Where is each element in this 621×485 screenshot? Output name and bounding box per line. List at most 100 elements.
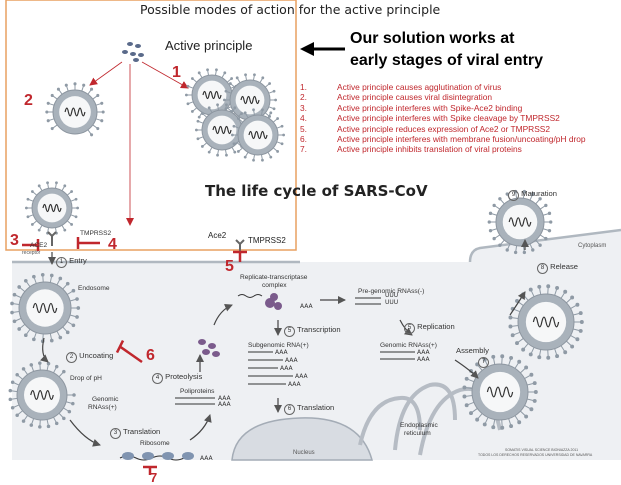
entry-label: Entry bbox=[69, 256, 87, 265]
mode-item-5: 5. Active principle reduces expression of… bbox=[300, 124, 550, 134]
credit-line-1: SOMATIS VISUAL SCIENCE BIONIAZZA 2011 bbox=[505, 448, 579, 452]
virus-disintegrating bbox=[45, 82, 105, 137]
assembly-num: 7 bbox=[478, 357, 489, 368]
aaa-genomic-1: AAA bbox=[417, 349, 430, 356]
ribosome-label: Ribosome bbox=[140, 440, 170, 447]
virus-cluster-4 bbox=[231, 108, 285, 162]
uncoating-step: 2 Uncoating bbox=[66, 351, 113, 363]
mode-marker-2: 2 bbox=[24, 92, 33, 109]
virus-uncoating bbox=[8, 361, 76, 429]
inhibitor-4 bbox=[76, 237, 100, 249]
transcription-num: 5 bbox=[284, 326, 295, 337]
entry-num: 1 bbox=[56, 257, 67, 268]
translation-step-3: 3 Translation bbox=[110, 427, 160, 439]
genomic-rna-label-1: Genomic bbox=[92, 396, 119, 403]
translation-3-label: Translation bbox=[122, 427, 161, 436]
modes-frame bbox=[5, 0, 297, 251]
release-label: Release bbox=[550, 262, 578, 271]
arrow-to-agglutination bbox=[141, 61, 189, 89]
mode-marker-7: 7 bbox=[150, 470, 158, 485]
receptor-label: receptor bbox=[22, 250, 41, 256]
aaa-sub-3: AAA bbox=[280, 365, 293, 372]
transcription-step: 5 Transcription bbox=[284, 325, 341, 337]
virus-in-endosome bbox=[10, 272, 81, 344]
replicase-complex bbox=[265, 293, 282, 310]
translation-6-num: 6 bbox=[284, 404, 295, 415]
mode-number: 6. bbox=[300, 134, 307, 144]
ace2-label: ACE2 bbox=[30, 242, 48, 249]
mode-text: Active principle reduces expression of A… bbox=[337, 123, 551, 134]
virus-release bbox=[508, 284, 584, 360]
active-principle-dots bbox=[122, 42, 144, 62]
translation-step-6: 6 Translation bbox=[284, 403, 334, 415]
replicase-label-2: complex bbox=[262, 282, 287, 289]
proteolysis-step: 4 Proteolysis bbox=[152, 372, 202, 384]
aaa-sub-1: AAA bbox=[275, 349, 288, 356]
mode-number: 1. bbox=[300, 82, 307, 92]
mode-text: Active principle inhibits translation of… bbox=[337, 144, 522, 155]
aaa-sub-5: AAA bbox=[288, 381, 301, 388]
replication-step: 5 Replication bbox=[404, 322, 455, 334]
mode-text: Active principle interferes with Spike c… bbox=[337, 113, 560, 124]
aaa-sub-4: AAA bbox=[295, 373, 308, 380]
mode-item-2: 2.Active principle causes viral disinteg… bbox=[300, 92, 492, 102]
inhibitor-7 bbox=[143, 465, 157, 475]
inhibitor-3 bbox=[22, 239, 40, 251]
er-label-2: reticulum bbox=[404, 430, 431, 437]
solution-text-line-2: early stages of viral entry bbox=[350, 52, 543, 69]
aaa-ribosome: AAA bbox=[200, 455, 213, 462]
mode-marker-5: 5 bbox=[225, 258, 234, 275]
mode-number: 3. bbox=[300, 102, 307, 113]
virus-assembly bbox=[462, 354, 538, 430]
top-title: Possible modes of action for the active … bbox=[140, 2, 441, 17]
pre-genomic-label: Pre-genomic RNAss(-) bbox=[358, 288, 425, 295]
credit-line-2: TODOS LOS DERECHOS RESERVADOS UNIVERSIDA… bbox=[478, 453, 593, 457]
solution-arrow bbox=[300, 42, 345, 56]
uncoating-label: Uncoating bbox=[79, 351, 114, 360]
mode-item-3: 3.Active principle interferes with Spike… bbox=[300, 103, 522, 113]
genomic-rna-label-2: RNAss(+) bbox=[88, 404, 117, 411]
ribosomes bbox=[122, 452, 194, 460]
release-num: 8 bbox=[537, 263, 548, 274]
inhibitor-5 bbox=[233, 250, 247, 262]
er-label-1: Endoplasmic bbox=[400, 422, 438, 429]
mode-item-6: 6. Active principle interferes with membr… bbox=[300, 134, 586, 144]
inhibitor-6 bbox=[115, 340, 143, 364]
mode-text: Active principle causes agglutination of… bbox=[337, 82, 502, 92]
mode-text: Active principle interferes with membran… bbox=[337, 134, 586, 144]
cell-membrane-edge-right bbox=[468, 228, 621, 263]
aaa-genomic-2: AAA bbox=[417, 356, 430, 363]
mode-item-7: 7. Active principle inhibits translation … bbox=[300, 144, 522, 154]
mode-item-1: 1. Active principle causes agglutination … bbox=[300, 82, 501, 92]
cell-membrane bbox=[12, 230, 621, 460]
uuu-pregenomic-2: UUU bbox=[385, 299, 399, 306]
mode-number: 5. bbox=[300, 123, 307, 134]
poliproteins-label: Poliproteins bbox=[180, 388, 215, 395]
tmprss2-label-left: TMPRSS2 bbox=[80, 230, 112, 237]
replicase-label-1: Replicate-transcriptase bbox=[240, 274, 308, 281]
replication-num: 5 bbox=[404, 323, 415, 334]
solution-text-line-1: Our solution works at bbox=[350, 30, 515, 47]
uuu-pregenomic-1: UUU bbox=[385, 292, 399, 299]
mode-marker-3: 3 bbox=[10, 232, 19, 249]
aaa-poli-1: AAA bbox=[218, 395, 231, 402]
maturation-step: 9 Maturation bbox=[508, 189, 557, 201]
cytoplasm-label: Cytoplasm bbox=[578, 243, 607, 249]
translation-6-label: Translation bbox=[296, 403, 335, 412]
proteolysis-num: 4 bbox=[152, 373, 163, 384]
nucleus-shape bbox=[231, 417, 373, 461]
mode-item-4: 4.Active principle interferes with Spike… bbox=[300, 113, 560, 123]
assembly-label: Assembly bbox=[456, 346, 489, 355]
aaa-poli-2: AAA bbox=[218, 401, 231, 408]
uncoating-num: 2 bbox=[66, 352, 77, 363]
maturation-num: 9 bbox=[508, 190, 519, 201]
genomic-rnass-label: Genomic RNAss(+) bbox=[380, 342, 437, 349]
mode-number: 2. bbox=[300, 92, 307, 103]
lifecycle-title: The life cycle of SARS-CoV bbox=[205, 182, 428, 200]
mode-number: 7. bbox=[300, 144, 307, 155]
release-step: 8 Release bbox=[537, 262, 578, 274]
translation-3-num: 3 bbox=[110, 428, 121, 439]
arrow-to-disintegration bbox=[89, 61, 123, 86]
aaa-replicase: AAA bbox=[300, 303, 313, 310]
